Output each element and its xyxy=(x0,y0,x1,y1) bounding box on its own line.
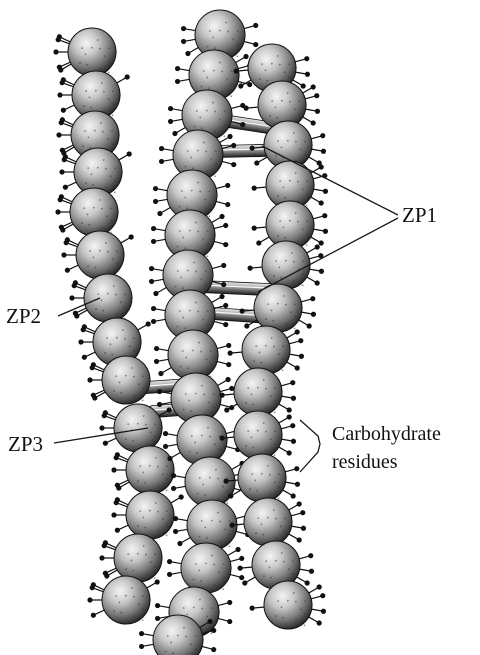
protein-sphere xyxy=(69,274,133,322)
protein-sphere xyxy=(220,411,297,459)
protein-sphere xyxy=(154,330,231,380)
zp1-label: ZP1 xyxy=(402,203,437,227)
protein-sphere xyxy=(99,534,163,582)
carbohydrate-label-line2: residues xyxy=(332,451,398,473)
zp3-label: ZP3 xyxy=(8,432,43,456)
protein-sphere xyxy=(61,231,133,279)
protein-sphere xyxy=(230,498,307,546)
protein-sphere xyxy=(250,581,327,629)
protein-sphere xyxy=(53,28,117,76)
zp1-chain-right xyxy=(220,44,329,629)
protein-sphere xyxy=(111,446,175,494)
protein-sphere xyxy=(55,188,119,236)
protein-sphere xyxy=(228,326,305,374)
protein-sphere xyxy=(167,543,244,593)
zp2-label: ZP2 xyxy=(6,304,41,328)
carbohydrate-label-line1: Carbohydrate xyxy=(332,423,441,445)
zp2-chain-left xyxy=(53,28,183,624)
protein-sphere xyxy=(248,241,325,289)
protein-sphere xyxy=(87,356,151,404)
protein-sphere xyxy=(111,491,183,539)
protein-sphere xyxy=(87,576,159,624)
protein-sphere xyxy=(238,541,315,589)
carbohydrate-bracket xyxy=(300,420,320,472)
filaments xyxy=(53,10,328,655)
protein-sphere xyxy=(163,415,240,465)
protein-sphere xyxy=(171,457,248,507)
